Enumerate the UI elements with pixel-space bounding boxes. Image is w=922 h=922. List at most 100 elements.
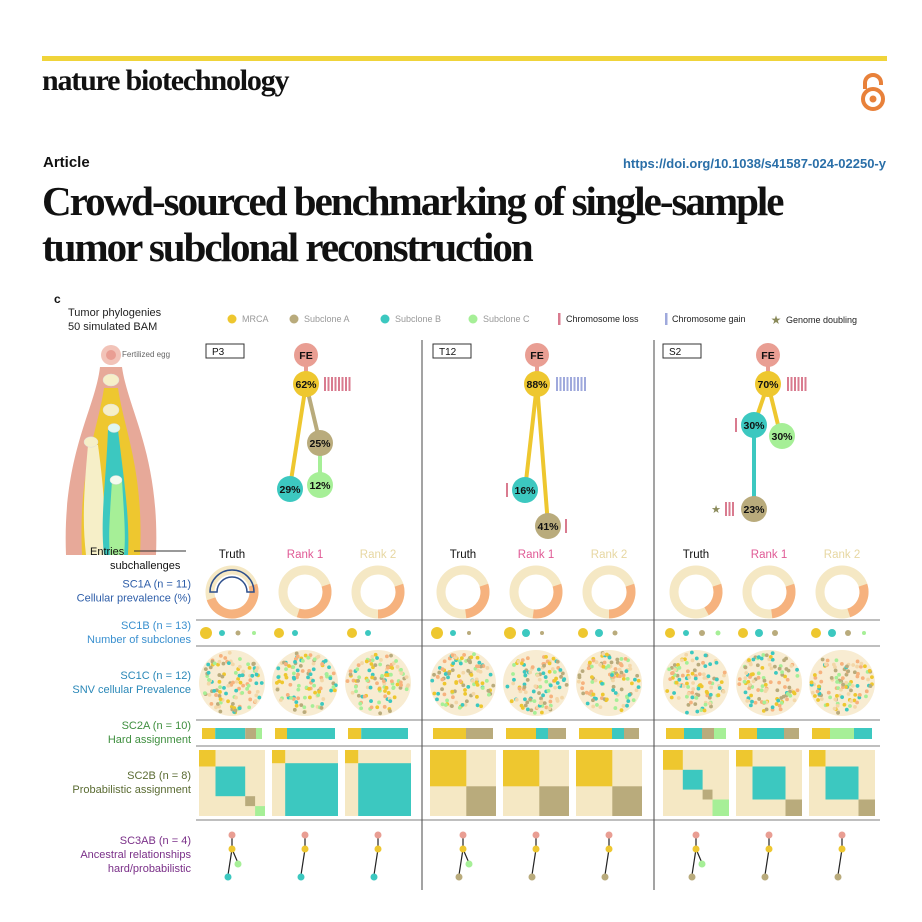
row-label-3-0: SC2A (n = 10): [122, 720, 191, 732]
sc1c-point-7-34: [786, 668, 791, 673]
sc1c-point-5-79: [618, 674, 622, 679]
sc1c-point-0-84: [222, 685, 226, 690]
sc2a-seg-3-1: [466, 728, 493, 739]
sc1c-point-3-11: [484, 678, 489, 683]
sc1c-point-0-101: [212, 688, 217, 693]
sc1c-point-7-36: [762, 678, 767, 683]
sc1c-point-7-77: [759, 688, 764, 693]
sc1c-point-6-109: [684, 652, 689, 657]
sc1c-point-7-105: [776, 698, 781, 703]
sc2b-block-0-2: [245, 796, 256, 807]
sc1c-point-2-66: [388, 699, 393, 703]
panel-title-line2: 50 simulated BAM: [68, 321, 157, 333]
sc2a-seg-3-0: [433, 728, 466, 739]
sc2a-seg-5-1: [612, 728, 624, 739]
column-header-6: Truth: [683, 549, 709, 561]
sc1b-dot-3-0: [431, 627, 443, 639]
sc1c-point-4-103: [552, 670, 557, 674]
sc1c-point-4-2: [537, 677, 542, 682]
sc1b-dot-1-0: [274, 628, 284, 638]
sc1c-point-1-14: [300, 669, 305, 673]
sc1c-point-0-11: [224, 691, 228, 696]
sc1c-point-6-23: [695, 709, 700, 714]
sc1c-point-2-89: [348, 669, 353, 674]
sc1c-point-6-37: [689, 700, 693, 705]
sc1c-point-2-16: [386, 691, 391, 695]
sc1c-point-7-21: [749, 693, 754, 698]
sc1c-point-4-97: [519, 661, 524, 666]
sc3ab-leaf-7: [761, 873, 769, 881]
sc1c-point-5-91: [594, 696, 598, 701]
sc1c-point-6-91: [703, 653, 708, 658]
sc1c-point-0-0: [259, 681, 264, 685]
sc1c-point-2-38: [384, 654, 389, 659]
sc1c-point-8-44: [860, 676, 865, 681]
sc1c-point-4-19: [547, 669, 552, 674]
sc3ab-fe-8: [838, 831, 846, 839]
sc1c-point-7-17: [772, 664, 777, 669]
row-label-1-1: Number of subclones: [87, 634, 191, 646]
sc1c-point-2-39: [354, 689, 358, 694]
sc1c-point-1-85: [324, 672, 329, 677]
sc1c-point-6-62: [690, 690, 695, 695]
sc1c-point-0-91: [251, 662, 256, 666]
sc1c-point-3-100: [480, 686, 485, 690]
sc1c-point-2-64: [399, 683, 404, 688]
s2-node-b: [741, 412, 767, 438]
sc1c-point-2-54: [351, 678, 356, 683]
tumor-cell-1: [102, 403, 120, 417]
sc1c-point-0-22: [246, 662, 251, 667]
sc3ab-leaf-4: [528, 873, 536, 881]
sc3ab-fe-7: [765, 831, 773, 839]
sc1c-point-0-47: [218, 654, 223, 658]
sc1c-point-0-107: [240, 673, 245, 678]
sc1c-point-6-48: [701, 660, 705, 665]
sc1c-point-4-11: [539, 696, 543, 701]
sc1c-point-5-73: [619, 657, 624, 661]
sc1c-point-7-96: [774, 702, 779, 706]
sc1c-point-8-78: [829, 676, 834, 680]
t12-loss-2-0: [565, 519, 567, 533]
sc1c-point-1-109: [319, 706, 324, 710]
p3-loss-1: [327, 377, 330, 391]
sc1c-point-3-54: [479, 704, 484, 709]
sc1c-point-6-53: [709, 704, 713, 709]
sc1c-point-5-102: [619, 670, 624, 675]
sc1c-point-1-101: [316, 654, 321, 659]
sc1c-point-5-89: [577, 675, 582, 680]
doi-link[interactable]: https://doi.org/10.1038/s41587-024-02250…: [622, 156, 886, 171]
sc1c-point-5-94: [600, 681, 604, 686]
sc1c-point-3-14: [450, 668, 455, 673]
t12-node-mrca: [524, 371, 550, 397]
sc1c-point-0-80: [234, 688, 239, 693]
sc3ab-edge-left-3: [458, 848, 464, 876]
sc1c-point-2-17: [367, 668, 372, 673]
sc1c-point-0-6: [221, 661, 226, 666]
sc1c-point-1-62: [307, 687, 311, 691]
sc1c-point-0-66: [254, 693, 259, 698]
sc1c-point-8-108: [837, 672, 841, 677]
sc1c-point-6-78: [685, 694, 689, 699]
sc1c-point-8-47: [864, 689, 869, 694]
t12-node-fe-label: FE: [530, 350, 543, 362]
sc1c-point-4-96: [512, 663, 516, 667]
sc1c-point-8-90: [825, 702, 830, 707]
sc1c-point-5-104: [615, 657, 620, 662]
sc1c-point-5-83: [636, 685, 641, 690]
sc2b-block-1-0: [272, 750, 286, 764]
sc1c-point-1-106: [321, 697, 326, 701]
sc1c-point-3-52: [475, 694, 479, 699]
sc1c-point-8-8: [844, 672, 849, 677]
sc1c-point-8-38: [828, 695, 833, 700]
sc1c-point-2-88: [369, 705, 374, 710]
sc1c-point-4-0: [557, 685, 562, 690]
p3-node-c: [307, 472, 333, 498]
sc1c-point-4-35: [522, 670, 527, 674]
sc1c-point-2-100: [399, 667, 403, 672]
sc1c-point-5-30: [623, 656, 628, 661]
sc1c-point-5-26: [617, 667, 622, 672]
sc1c-point-0-68: [234, 679, 239, 684]
sc1c-point-8-69: [835, 680, 839, 684]
sc1c-point-1-40: [302, 710, 307, 714]
sc1c-point-8-19: [864, 694, 868, 699]
